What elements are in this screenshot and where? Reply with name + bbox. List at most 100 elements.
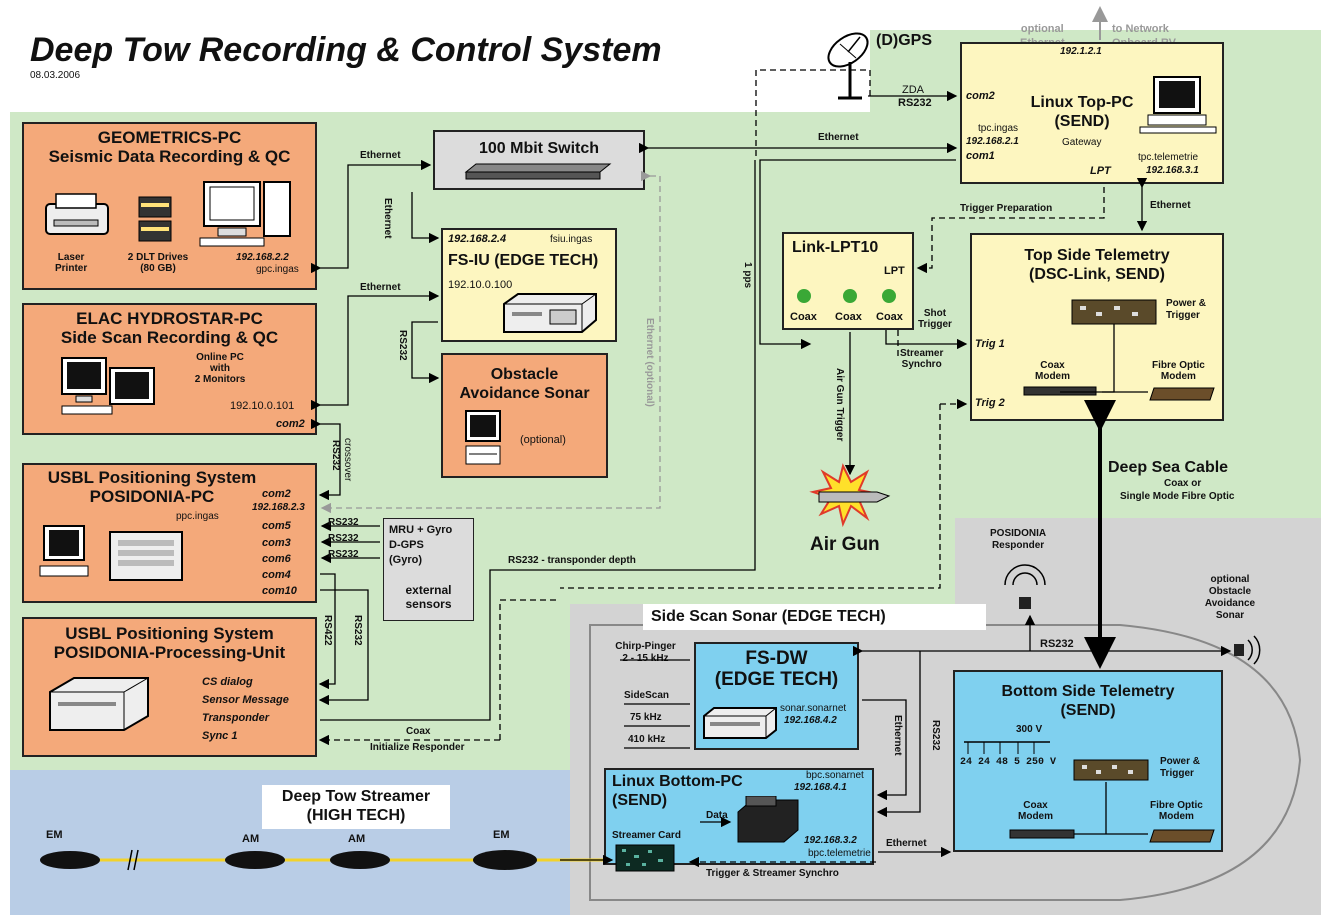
link-title: Link-LPT10 — [792, 239, 879, 256]
bottom-pc-title: Linux Bottom-PC(SEND) — [612, 773, 743, 809]
bottom-pc-trigger: Trigger & Streamer Synchro — [706, 868, 839, 879]
streamer-am-2: AM — [348, 833, 366, 845]
top-pc-ip: 192.1.2.1 — [1060, 46, 1102, 57]
posidonia-responder-icon — [1004, 564, 1046, 609]
label-transponder-depth: RS232 - transponder depth — [508, 555, 636, 566]
satellite-dish-icon — [827, 32, 869, 100]
label-trigger-prep: Trigger Preparation — [960, 203, 1053, 214]
k75-label: 75 kHz — [630, 712, 662, 723]
label-ethernet-3: Ethernet — [818, 132, 859, 143]
sss-title: Side Scan Sonar (EDGE TECH) — [651, 608, 886, 625]
label-ethernet-4: Ethernet — [1150, 200, 1191, 211]
coax-led-3 — [882, 289, 896, 303]
page-title: Deep Tow Recording & Control System — [30, 31, 662, 69]
subsea-region-top — [955, 518, 1321, 608]
usbl-com6: com6 — [262, 553, 291, 565]
air-gun-title: Air Gun — [810, 534, 880, 555]
coax-led-1 — [797, 289, 811, 303]
streamer-em-1: EM — [46, 829, 63, 841]
usbl-pu-sensor: Sensor Message — [202, 694, 289, 706]
geometrics-ip: 192.168.2.2 — [236, 252, 289, 263]
usbl-pu-transponder: Transponder — [202, 712, 270, 724]
link-coax-2: Coax — [835, 311, 862, 323]
zda-label: ZDA — [902, 84, 924, 96]
top-pc-title: Linux Top-PC(SEND) — [1030, 94, 1134, 130]
streamer-title: Deep Tow Streamer(HIGH TECH) — [281, 788, 431, 824]
switch-title: 100 Mbit Switch — [478, 140, 600, 157]
tst-power-trigger-icon — [1071, 299, 1157, 325]
label-rs232-cross: RS232 — [330, 440, 341, 471]
gps-rs232-label: RS232 — [898, 97, 932, 109]
cable-line2: Coax or — [1164, 478, 1202, 489]
bottom-pc-ethernet: Ethernet — [886, 838, 927, 849]
bst-power-tree-icon — [964, 741, 1050, 754]
page-date: 08.03.2006 — [30, 70, 81, 81]
dual-monitor-icon — [61, 357, 155, 415]
usbl-pc-host: ppc.ingas — [176, 511, 219, 522]
bottom-pc-streamer-card: Streamer Card — [612, 830, 681, 841]
bst-volts: 24 24 48 5 250 V — [960, 757, 1057, 768]
usbl-com5: com5 — [262, 520, 291, 532]
label-rs232-posidonia: RS232 — [930, 720, 941, 751]
label-rs232-s2: RS232 — [328, 533, 359, 544]
label-ethernet-switch: Ethernet — [382, 198, 393, 239]
bst-300v: 300 V — [1016, 724, 1043, 735]
tst-coax-modem-icon — [1023, 386, 1097, 396]
bottom-pc-box-icon — [737, 796, 799, 843]
label-1pps: 1 pps — [742, 262, 753, 289]
dlt-label: 2 DLT Drives(80 GB) — [127, 252, 189, 274]
streamer-em-2: EM — [493, 829, 510, 841]
air-gun-icon — [809, 463, 891, 528]
tst-trig1: Trig 1 — [975, 338, 1005, 350]
gps-label: (D)GPS — [876, 32, 932, 49]
usbl-computer-icon — [39, 525, 183, 581]
processing-unit-icon — [49, 677, 149, 731]
cable-line3: Single Mode Fibre Optic — [1120, 491, 1235, 502]
label-rs232-fsiu: RS232 — [397, 330, 408, 361]
bottom-pc-ip: 192.168.4.1 — [794, 782, 847, 793]
usbl-pu-sync: Sync 1 — [202, 730, 238, 742]
sidescan-label: SideScan — [624, 690, 670, 701]
streamer-am-1: AM — [242, 833, 260, 845]
usbl-com10: com10 — [262, 585, 297, 597]
top-pc-gateway: Gateway — [1062, 137, 1102, 148]
tst-fibre-modem-icon — [1149, 387, 1215, 401]
top-pc-com1: com1 — [966, 150, 995, 162]
coax-led-2 — [843, 289, 857, 303]
label-ethernet-fsdw: Ethernet — [892, 715, 903, 756]
bottom-pc-host: bpc.sonarnet — [806, 770, 864, 781]
label-rs422: RS422 — [322, 615, 333, 646]
computer-icon — [199, 181, 291, 247]
label-rs232-s3: RS232 — [328, 549, 359, 560]
top-pc-tel-host: tpc.telemetrie — [1138, 152, 1199, 163]
link-coax-3: Coax — [876, 311, 903, 323]
top-pc-ip2: 192.168.2.1 — [966, 136, 1019, 147]
streamer-card-icon — [615, 844, 675, 872]
usbl-com3: com3 — [262, 537, 291, 549]
geometrics-host: gpc.ingas — [256, 264, 299, 275]
bst-power-trigger-icon — [1073, 759, 1149, 781]
streamer-title-bg — [262, 785, 450, 829]
elac-com2: com2 — [276, 418, 305, 430]
usbl-com4: com4 — [262, 569, 291, 581]
label-rs232-s1: RS232 — [328, 517, 359, 528]
bst-fibre-modem-icon — [1149, 829, 1215, 843]
link-lpt: LPT — [884, 265, 905, 277]
link-coax-1: Coax — [790, 311, 817, 323]
label-rs232-pu: RS232 — [352, 615, 363, 646]
link-lpt10-box — [782, 232, 914, 330]
sss-title-bg — [643, 604, 986, 630]
external-sensors-box — [383, 518, 474, 621]
label-ethernet-2: Ethernet — [360, 282, 401, 293]
